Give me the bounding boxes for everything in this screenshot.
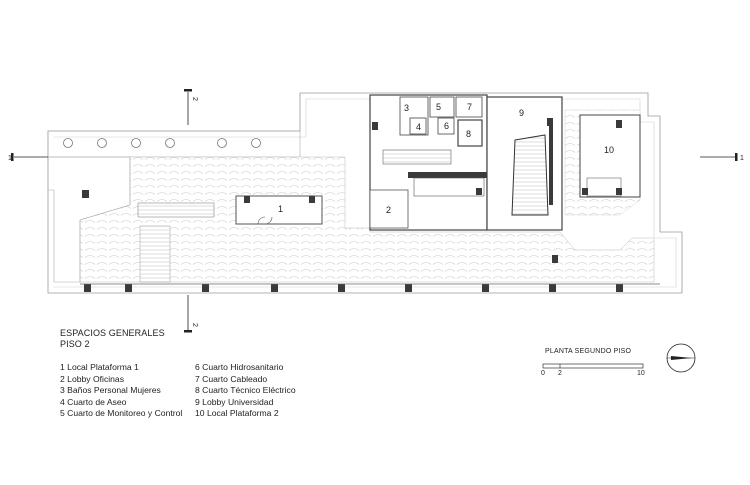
room-2-lobby-oficinas bbox=[369, 189, 409, 229]
legend-item: 5 Cuarto de Monitoreo y Control bbox=[60, 408, 183, 419]
room-label-2: 2 bbox=[386, 205, 391, 215]
structural-columns bbox=[82, 118, 623, 292]
room-label-6: 6 bbox=[444, 121, 449, 131]
room-label-10: 10 bbox=[604, 145, 614, 155]
legend-item: 6 Cuarto Hidrosanitario bbox=[195, 362, 284, 372]
building-inner-outline bbox=[54, 98, 677, 288]
room-label-3: 3 bbox=[404, 103, 409, 113]
room-label-1: 1 bbox=[278, 204, 283, 214]
room-label-8: 8 bbox=[466, 129, 471, 139]
section-marker-top bbox=[184, 89, 192, 125]
section-label-left: 1 bbox=[8, 155, 12, 162]
north-arrow-icon bbox=[666, 343, 696, 373]
lobby-9-stair bbox=[511, 134, 549, 216]
legend-item: 2 Lobby Oficinas bbox=[60, 373, 125, 384]
stair-lower bbox=[139, 225, 171, 283]
legend-item: 10 Local Plataforma 2 bbox=[195, 408, 279, 419]
legend-list-left: 1 Local Plataforma 1 2 Lobby Oficinas 3 … bbox=[60, 362, 182, 420]
stair-left bbox=[137, 202, 215, 218]
room-5-monitoreo bbox=[429, 96, 455, 118]
room-7-cableado bbox=[455, 96, 483, 118]
scale-label-10: 10 bbox=[637, 370, 645, 377]
section-label-top: 2 bbox=[191, 97, 198, 101]
legend-item: 9 Lobby Universidad bbox=[195, 396, 274, 407]
room-label-4: 4 bbox=[416, 122, 421, 132]
legend-title: ESPACIOS GENERALES bbox=[60, 328, 165, 338]
lobby-9-wall bbox=[549, 120, 553, 205]
scale-label-0: 0 bbox=[541, 370, 545, 377]
room-1-door bbox=[257, 216, 273, 225]
section-label-bottom: 2 bbox=[191, 323, 198, 327]
room-10-niche bbox=[586, 177, 622, 197]
legend-item: 3 Baños Personal Mujeres bbox=[60, 385, 161, 396]
room-label-7: 7 bbox=[467, 102, 472, 112]
legend-item: 7 Cuarto Cableado bbox=[195, 373, 268, 384]
legend-item: 4 Cuarto de Aseo bbox=[60, 396, 127, 407]
scale-title: PLANTA SEGUNDO PISO bbox=[545, 348, 632, 355]
legend-list-right: 6 Cuarto Hidrosanitario 7 Cuarto Cablead… bbox=[195, 362, 296, 420]
room-label-5: 5 bbox=[436, 102, 441, 112]
section-marker-left bbox=[11, 153, 48, 161]
section-label-right: 1 bbox=[740, 155, 744, 162]
legend-subtitle: PISO 2 bbox=[60, 339, 90, 349]
room-label-9: 9 bbox=[519, 108, 524, 118]
core-lift-cab bbox=[413, 177, 485, 197]
legend-item: 8 Cuarto Técnico Eléctrico bbox=[195, 385, 296, 396]
core-shaft bbox=[382, 149, 452, 165]
scale-label-2: 2 bbox=[558, 370, 562, 377]
building-outline bbox=[47, 92, 683, 294]
left-wing bbox=[47, 156, 131, 283]
room-8-tecnico-electrico bbox=[457, 119, 483, 147]
section-marker-right bbox=[700, 153, 738, 161]
terrace-circles bbox=[63, 138, 261, 148]
core-lift bbox=[408, 172, 488, 178]
room-4-aseo bbox=[409, 117, 427, 135]
section-marker-bottom bbox=[184, 295, 192, 333]
scale-bar bbox=[542, 363, 644, 369]
legend-heading: ESPACIOS GENERALES PISO 2 bbox=[60, 328, 165, 350]
legend-item: 1 Local Plataforma 1 bbox=[60, 362, 139, 372]
room-1-local-plataforma-1 bbox=[235, 195, 323, 225]
room-6-hidrosanitario bbox=[437, 117, 455, 135]
